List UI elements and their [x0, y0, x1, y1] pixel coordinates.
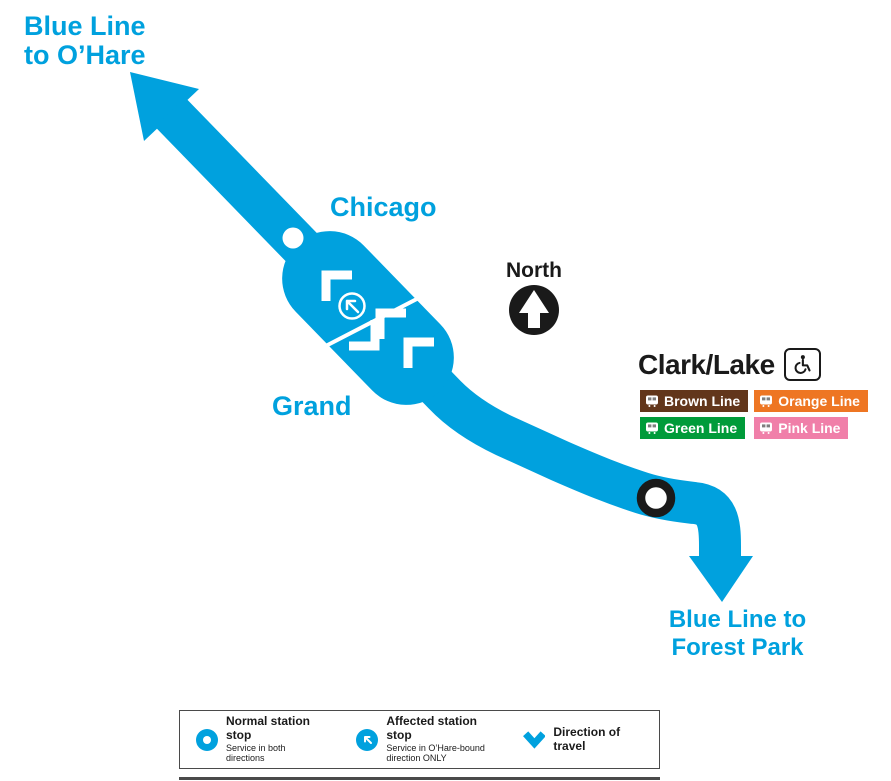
- legend-item-direction: Direction of travel: [522, 724, 643, 754]
- direction-of-travel-icon: [522, 731, 546, 749]
- legend-title: Direction of travel: [553, 724, 621, 753]
- badge-label: Brown Line: [664, 393, 741, 409]
- train-icon: [646, 395, 658, 407]
- affected-stop-icon: [356, 728, 379, 751]
- ohare-arrowhead: [130, 72, 199, 141]
- label-blue-line-to-ohare: Blue Line to O’Hare: [24, 11, 146, 70]
- label-chicago-station: Chicago: [330, 192, 437, 222]
- legend: Normal station stop Service in both dire…: [179, 710, 660, 769]
- clark-lake-station-marker: [636, 478, 676, 518]
- train-icon: [760, 395, 773, 407]
- chicago-station-marker: [282, 227, 304, 249]
- orange-line-badge: Orange Line: [754, 390, 868, 412]
- legend-title: Normal station stop: [226, 714, 311, 743]
- chevron-down-right-icon: [349, 320, 380, 351]
- pink-line-badge: Pink Line: [754, 417, 849, 439]
- legend-title: Affected station stop: [386, 714, 478, 743]
- legend-item-affected-stop: Affected station stop Service in O’Hare-…: [356, 715, 488, 763]
- label-blue-line-to-forest-park: Blue Line to Forest Park: [668, 606, 807, 661]
- badge-label: Pink Line: [778, 420, 841, 436]
- brown-line-badge: Brown Line: [640, 390, 749, 412]
- chevron-up-left-icon: [375, 308, 406, 339]
- badge-label: Green Line: [664, 420, 738, 436]
- label-grand-station: Grand: [272, 391, 352, 421]
- clark-lake-transfer-lines: Brown Line Orange Line Green Line: [640, 390, 868, 439]
- train-icon: [760, 422, 773, 434]
- blue-line-route: [130, 72, 753, 602]
- wheelchair-icon: [783, 348, 821, 381]
- north-compass-icon: [509, 285, 559, 335]
- bottom-divider: [179, 777, 660, 780]
- legend-subtitle: Service in O’Hare-bound direction ONLY: [386, 742, 485, 764]
- clark-lake-header: Clark/Lake: [638, 348, 821, 381]
- normal-stop-icon: [196, 728, 218, 751]
- affected-area-markings: [316, 270, 440, 368]
- chevron-up-left-icon: [321, 270, 352, 301]
- affected-station-marker: [338, 292, 366, 320]
- train-icon: [646, 422, 658, 434]
- green-line-badge: Green Line: [640, 417, 746, 439]
- legend-subtitle: Service in both directions: [226, 742, 286, 764]
- legend-item-normal-stop: Normal station stop Service in both dire…: [196, 715, 322, 763]
- closure-slash: [316, 286, 440, 352]
- label-north: North: [506, 259, 562, 282]
- badge-label: Orange Line: [778, 393, 860, 409]
- forest-park-arrowhead: [689, 556, 753, 602]
- clark-lake-title: Clark/Lake: [638, 348, 775, 380]
- chevron-up-left-icon: [403, 337, 434, 368]
